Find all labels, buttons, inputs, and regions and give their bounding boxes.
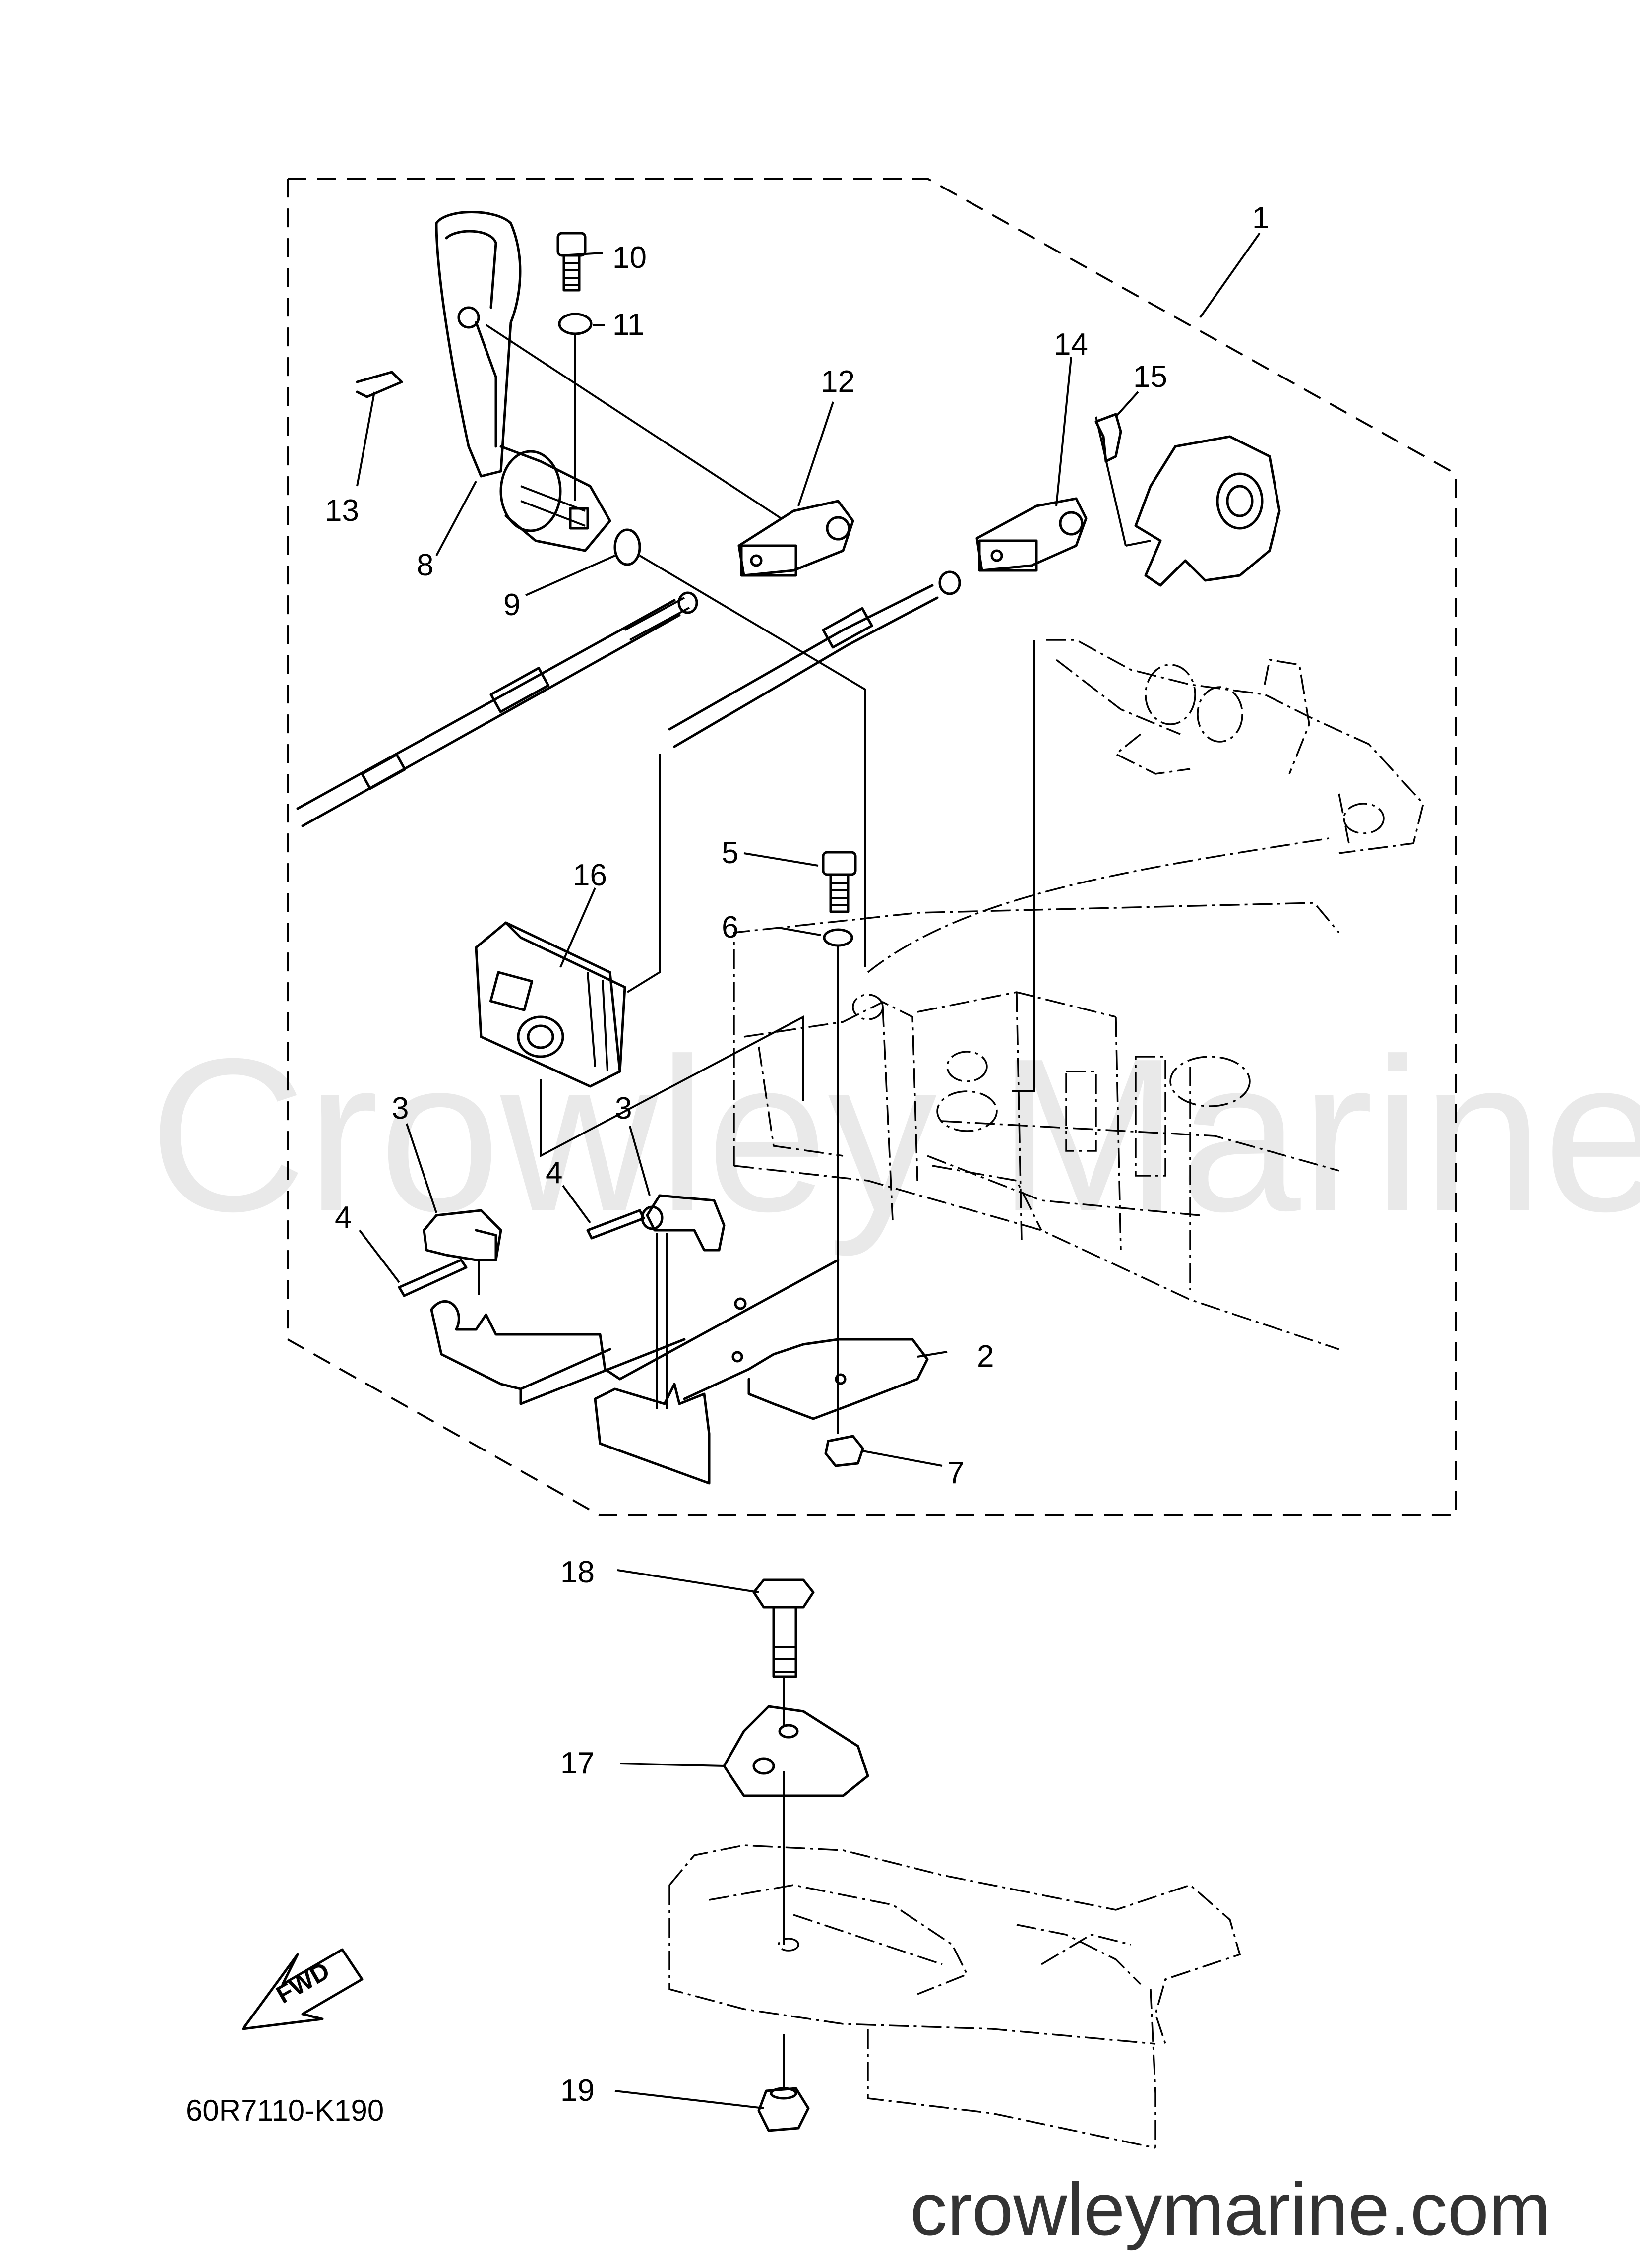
callout-14: 14 <box>1054 327 1088 362</box>
callout-11: 11 <box>612 308 644 342</box>
shift-linkage-outline <box>1046 639 1424 854</box>
diagram-code: 60R7110-K190 <box>186 2094 384 2127</box>
footer-url: crowleymarine.com <box>910 2167 1551 2251</box>
lower-mount-bracket-outline <box>668 1844 1241 2149</box>
callout-16: 16 <box>573 858 607 892</box>
callout-9: 9 <box>503 588 520 622</box>
callout-8: 8 <box>417 548 433 582</box>
callout-2: 2 <box>977 1339 994 1374</box>
callout-15: 15 <box>1133 360 1167 394</box>
callout-4-left: 4 <box>335 1200 352 1235</box>
callout-3-left: 3 <box>392 1091 409 1126</box>
assembly-hint-lines <box>478 324 1127 1434</box>
callout-17: 17 <box>560 1746 595 1780</box>
part-7-nut <box>824 1435 864 1467</box>
shift-lever-bracket <box>1125 435 1281 587</box>
part-3-cable-holder-left <box>423 1209 502 1261</box>
part-16-cable-grommet <box>475 921 626 1088</box>
cable-nut-left <box>677 591 698 614</box>
part-6-washer <box>823 928 853 947</box>
part-14-cable-joint <box>975 497 1088 572</box>
watermark-text: Crowley Marine <box>149 1013 1640 1258</box>
cable-nut-right <box>938 570 961 595</box>
part-19-nut <box>757 2087 810 2132</box>
callout-10: 10 <box>612 241 647 275</box>
callout-labels: 1 2 3 3 4 4 5 6 7 8 9 10 11 12 13 14 15 … <box>325 201 1269 2108</box>
bottom-cowling-outline <box>733 837 1340 1350</box>
part-10-bolt <box>556 232 587 292</box>
part-2-cable-bracket <box>430 1259 929 1485</box>
callout-6: 6 <box>722 910 738 945</box>
callout-12: 12 <box>821 365 855 399</box>
remote-control-cables <box>296 570 961 827</box>
callout-5: 5 <box>722 836 738 870</box>
callout-1: 1 <box>1252 201 1269 235</box>
callout-7: 7 <box>947 1456 964 1490</box>
part-11-washer <box>558 313 593 335</box>
part-4-pin-right <box>586 1209 645 1240</box>
part-12-cable-joint <box>737 500 854 577</box>
part-18-bolt <box>752 1578 815 1678</box>
callout-18: 18 <box>560 1555 595 1589</box>
callout-3-right: 3 <box>615 1091 632 1126</box>
part-15-clip <box>1094 413 1122 463</box>
callout-4-right: 4 <box>546 1156 562 1190</box>
assembly-kit-boundary <box>287 178 1457 1516</box>
callout-13: 13 <box>325 494 359 528</box>
callout-leaders <box>356 232 1261 2109</box>
part-8-shift-lever <box>435 211 611 552</box>
fwd-direction-arrow: FWD <box>242 1948 364 2030</box>
callout-19: 19 <box>560 2074 595 2108</box>
part-9-o-ring <box>613 528 641 566</box>
part-13-clip <box>356 371 403 398</box>
part-4-pin-left <box>398 1259 468 1297</box>
part-17-plate <box>723 1705 869 1797</box>
part-5-bolt <box>822 851 857 913</box>
